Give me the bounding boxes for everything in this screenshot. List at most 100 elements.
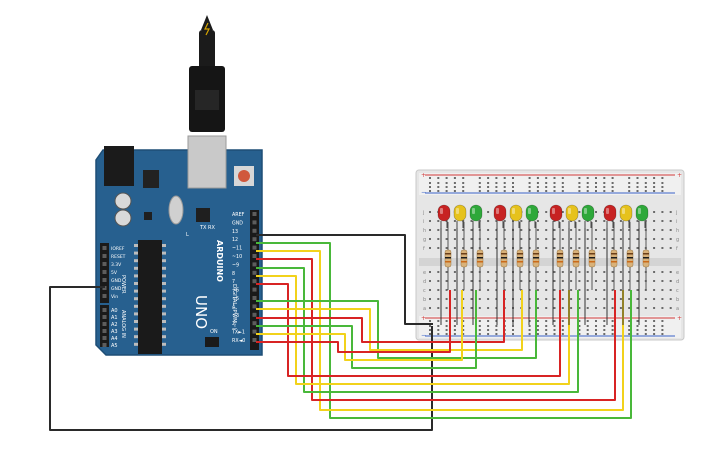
- power-pin[interactable]: [102, 278, 107, 282]
- rail-hole: [628, 333, 631, 335]
- power-rail-top: [419, 173, 681, 195]
- led-yellow[interactable]: [509, 204, 523, 222]
- breadboard-hole: [462, 289, 465, 291]
- power-pin[interactable]: [102, 294, 107, 298]
- on-led-label: ON: [210, 329, 218, 335]
- digital-pin-label: 2: [232, 321, 235, 327]
- wire[interactable]: [256, 275, 570, 385]
- breadboard-hole: [586, 229, 589, 231]
- digital-pin[interactable]: [252, 254, 257, 258]
- rail-hole: [478, 329, 481, 331]
- reset-button-cap[interactable]: [238, 170, 250, 182]
- digital-pin-label: 12: [232, 237, 238, 243]
- rail-hole: [661, 177, 664, 179]
- digital-pin[interactable]: [252, 270, 257, 275]
- led-red[interactable]: [493, 204, 507, 222]
- digital-pin[interactable]: [252, 296, 257, 300]
- rail-hole: [487, 177, 490, 179]
- digital-pin[interactable]: [252, 321, 257, 326]
- power-pin-label: IOREF: [111, 246, 125, 252]
- rail-hole: [578, 190, 581, 192]
- digital-label: DIGITAL (PWM~): [231, 284, 237, 330]
- power-pin[interactable]: [102, 254, 107, 258]
- rail-hole: [536, 333, 539, 335]
- wire[interactable]: [49, 286, 433, 431]
- led-green[interactable]: [635, 204, 649, 222]
- rail-hole: [429, 320, 431, 322]
- led-red[interactable]: [549, 204, 563, 222]
- analog-pin[interactable]: [102, 308, 107, 312]
- digital-pin-label: 13: [232, 229, 238, 235]
- breadboard-hole: [636, 307, 639, 309]
- breadboard-hole: [578, 247, 581, 249]
- analog-pin[interactable]: [102, 315, 107, 319]
- wire[interactable]: [256, 290, 477, 369]
- power-pin[interactable]: [102, 246, 107, 250]
- rail-hole: [437, 333, 440, 335]
- power-pin-label: GND: [111, 286, 122, 292]
- row-letter: g: [676, 237, 679, 243]
- digital-pin[interactable]: [252, 287, 257, 292]
- rail-hole: [462, 177, 465, 179]
- breadboard-hole: [487, 238, 490, 240]
- breadboard-hole: [586, 298, 589, 300]
- wire[interactable]: [256, 290, 505, 343]
- breadboard-hole: [636, 220, 639, 222]
- usb-port: [187, 135, 227, 189]
- row-letter: e: [676, 270, 679, 276]
- rail-hole: [512, 190, 514, 192]
- wire[interactable]: [256, 283, 561, 377]
- digital-pin[interactable]: [252, 237, 257, 242]
- wire[interactable]: [256, 242, 632, 419]
- led-green[interactable]: [469, 204, 483, 222]
- breadboard-hole: [429, 307, 431, 309]
- digital-pin[interactable]: [252, 220, 257, 225]
- led-red[interactable]: [437, 204, 451, 222]
- led-yellow[interactable]: [453, 204, 467, 222]
- chip-leg: [134, 342, 138, 346]
- rail-hole: [644, 177, 647, 179]
- arduino-uno-board[interactable]: ARDUINO UNO DIGITAL (PWM~) POWER ANALOG …: [95, 15, 263, 356]
- analog-pin[interactable]: [102, 329, 107, 333]
- digital-pin[interactable]: [252, 245, 257, 250]
- rail-hole: [528, 186, 531, 188]
- digital-pin[interactable]: [252, 262, 257, 267]
- analog-pin[interactable]: [102, 336, 107, 340]
- wire[interactable]: [256, 267, 579, 393]
- wire[interactable]: [256, 258, 616, 401]
- led-highlight: [552, 208, 555, 214]
- power-pin[interactable]: [102, 262, 107, 266]
- rail-hole: [528, 177, 531, 179]
- led-yellow[interactable]: [565, 204, 579, 222]
- power-pin[interactable]: [102, 270, 107, 274]
- analog-pin[interactable]: [102, 322, 107, 326]
- wire[interactable]: [256, 290, 451, 353]
- breadboard-hole: [578, 289, 581, 291]
- wire[interactable]: [256, 290, 523, 351]
- digital-pin[interactable]: [252, 338, 257, 342]
- digital-pin-label: ~9: [232, 262, 239, 268]
- digital-pin[interactable]: [252, 312, 257, 317]
- resistor-band: [643, 253, 649, 255]
- led-green[interactable]: [525, 204, 539, 222]
- digital-pin[interactable]: [252, 228, 257, 233]
- wire[interactable]: [256, 290, 463, 361]
- analog-pin[interactable]: [102, 343, 107, 347]
- breadboard-hole: [437, 220, 440, 222]
- led-yellow[interactable]: [619, 204, 633, 222]
- wire[interactable]: [256, 290, 537, 359]
- wire[interactable]: [256, 234, 433, 325]
- breadboard-hole: [445, 247, 448, 249]
- digital-pin[interactable]: [252, 212, 257, 216]
- breadboard-hole: [636, 247, 639, 249]
- led-green[interactable]: [581, 204, 595, 222]
- wire[interactable]: [256, 250, 624, 411]
- chip-leg: [134, 320, 138, 323]
- breadboard-hole: [536, 229, 539, 231]
- breadboard-hole: [437, 280, 440, 282]
- digital-pin[interactable]: [252, 279, 257, 284]
- digital-pin[interactable]: [252, 329, 257, 334]
- breadboard-hole: [619, 289, 622, 291]
- digital-pin[interactable]: [252, 304, 257, 309]
- led-red[interactable]: [603, 204, 617, 222]
